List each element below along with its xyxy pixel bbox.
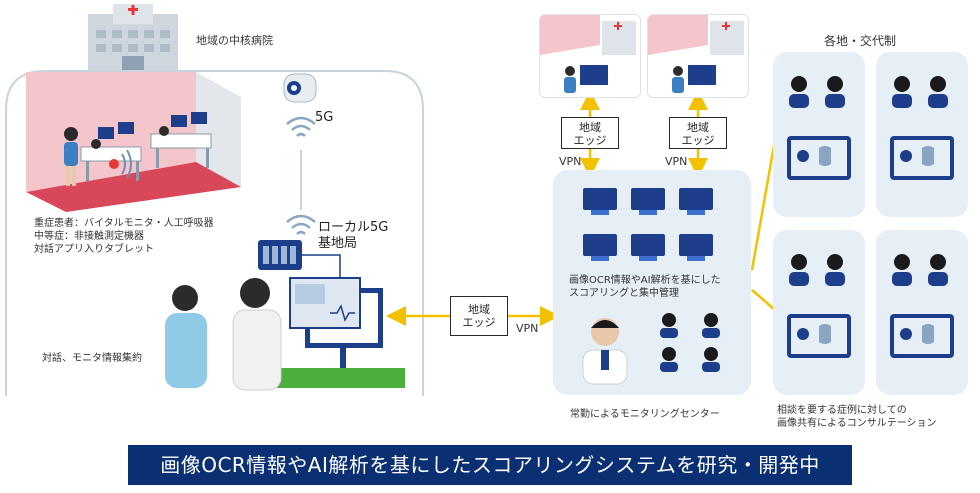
bottom-banner: 画像OCR情報やAI解析を基にしたスコアリングシステムを研究・開発中 xyxy=(128,445,852,485)
remote-hospital-card-1 xyxy=(539,14,641,98)
remote-hospital-illustration-1 xyxy=(540,15,636,93)
remote-hospital-card-2 xyxy=(647,14,749,98)
doctor-icon xyxy=(582,318,628,385)
wireless-signal-icon-2 xyxy=(286,214,316,235)
consult-label-line1: 相談を要する症例に対しての xyxy=(777,405,907,416)
operators-icon xyxy=(660,313,720,372)
consultants-icon-4 xyxy=(890,254,954,358)
scoring-label-line1: 画像OCR情報やAI解析を基にした xyxy=(569,275,721,286)
edge-box-center: 地域 エッジ xyxy=(450,296,508,336)
patients-note: 重症患者：バイタルモニタ・人工呼吸器 中等症：非接触測定機器 対話アプリ入りタブ… xyxy=(34,217,214,256)
fiveg-label: 5G xyxy=(315,110,334,125)
staff-monitor-illustration xyxy=(165,277,405,391)
region-panel-1 xyxy=(773,52,865,217)
edge-box-center-line2: エッジ xyxy=(462,316,496,329)
scoring-label: 画像OCR情報やAI解析を基にした スコアリングと集中管理 xyxy=(569,274,721,300)
local5g-label: ローカル5G 基地局 xyxy=(318,220,388,252)
local5g-label-line1: ローカル5G xyxy=(318,220,389,235)
monitoring-center-label: 常勤によるモニタリングセンター xyxy=(570,409,720,420)
patients-note-line1: 重症患者：バイタルモニタ・人工呼吸器 xyxy=(34,218,214,229)
vpn-label-center: VPN xyxy=(516,322,539,335)
region-panel-3 xyxy=(773,230,865,395)
scoring-label-line2: スコアリングと集中管理 xyxy=(569,288,679,299)
arrow-to-region-bottom xyxy=(751,289,776,311)
consultants-icon-3 xyxy=(787,254,851,358)
remote-hospital-illustration-2 xyxy=(648,15,744,93)
consult-label-line2: 画像共有によるコンサルテーション xyxy=(777,418,937,429)
consultants-icon-1 xyxy=(787,76,851,180)
monitoring-center-panel: 画像OCR情報やAI解析を基にした スコアリングと集中管理 xyxy=(553,170,751,395)
edge-box-center-line1: 地域 xyxy=(468,303,490,316)
hospital-frame xyxy=(5,70,424,396)
consultants-icon-2 xyxy=(890,76,954,180)
hospital-label: 地域の中核病院 xyxy=(196,34,273,47)
edge-box-top-2-line2: エッジ xyxy=(681,134,715,147)
hospital-building-icon xyxy=(88,4,178,70)
region-panel-4 xyxy=(876,230,968,395)
edge-box-top-2: 地域 エッジ xyxy=(669,117,727,149)
edge-box-top-1-line1: 地域 xyxy=(579,121,601,134)
edge-box-top-2-line1: 地域 xyxy=(687,121,709,134)
consult-label: 相談を要する症例に対しての 画像共有によるコンサルテーション xyxy=(777,404,937,430)
base-station-icon xyxy=(258,240,302,270)
monitor-grid-icon xyxy=(583,188,713,261)
patients-note-line3: 対話アプリ入りタブレット xyxy=(34,244,154,255)
dialogue-label: 対話、モニタ情報集約 xyxy=(42,353,142,364)
antenna-line xyxy=(300,150,302,210)
edge-box-top-1-line2: エッジ xyxy=(573,134,607,147)
local5g-label-line2: 基地局 xyxy=(318,236,358,251)
region-panel-2 xyxy=(876,52,968,217)
arrow-to-region-top xyxy=(750,139,777,271)
vpn-label-top-2: VPN xyxy=(665,155,688,168)
hospital-room-illustration xyxy=(26,72,241,212)
wireless-signal-icon xyxy=(286,116,316,137)
regions-label: 各地・交代制 xyxy=(824,34,897,48)
camera-icon xyxy=(283,73,317,103)
station-link-line xyxy=(300,254,341,280)
vpn-label-top-1: VPN xyxy=(559,155,582,168)
patients-note-line2: 中等症：非接触測定機器 xyxy=(34,231,144,242)
edge-box-top-1: 地域 エッジ xyxy=(561,117,619,149)
